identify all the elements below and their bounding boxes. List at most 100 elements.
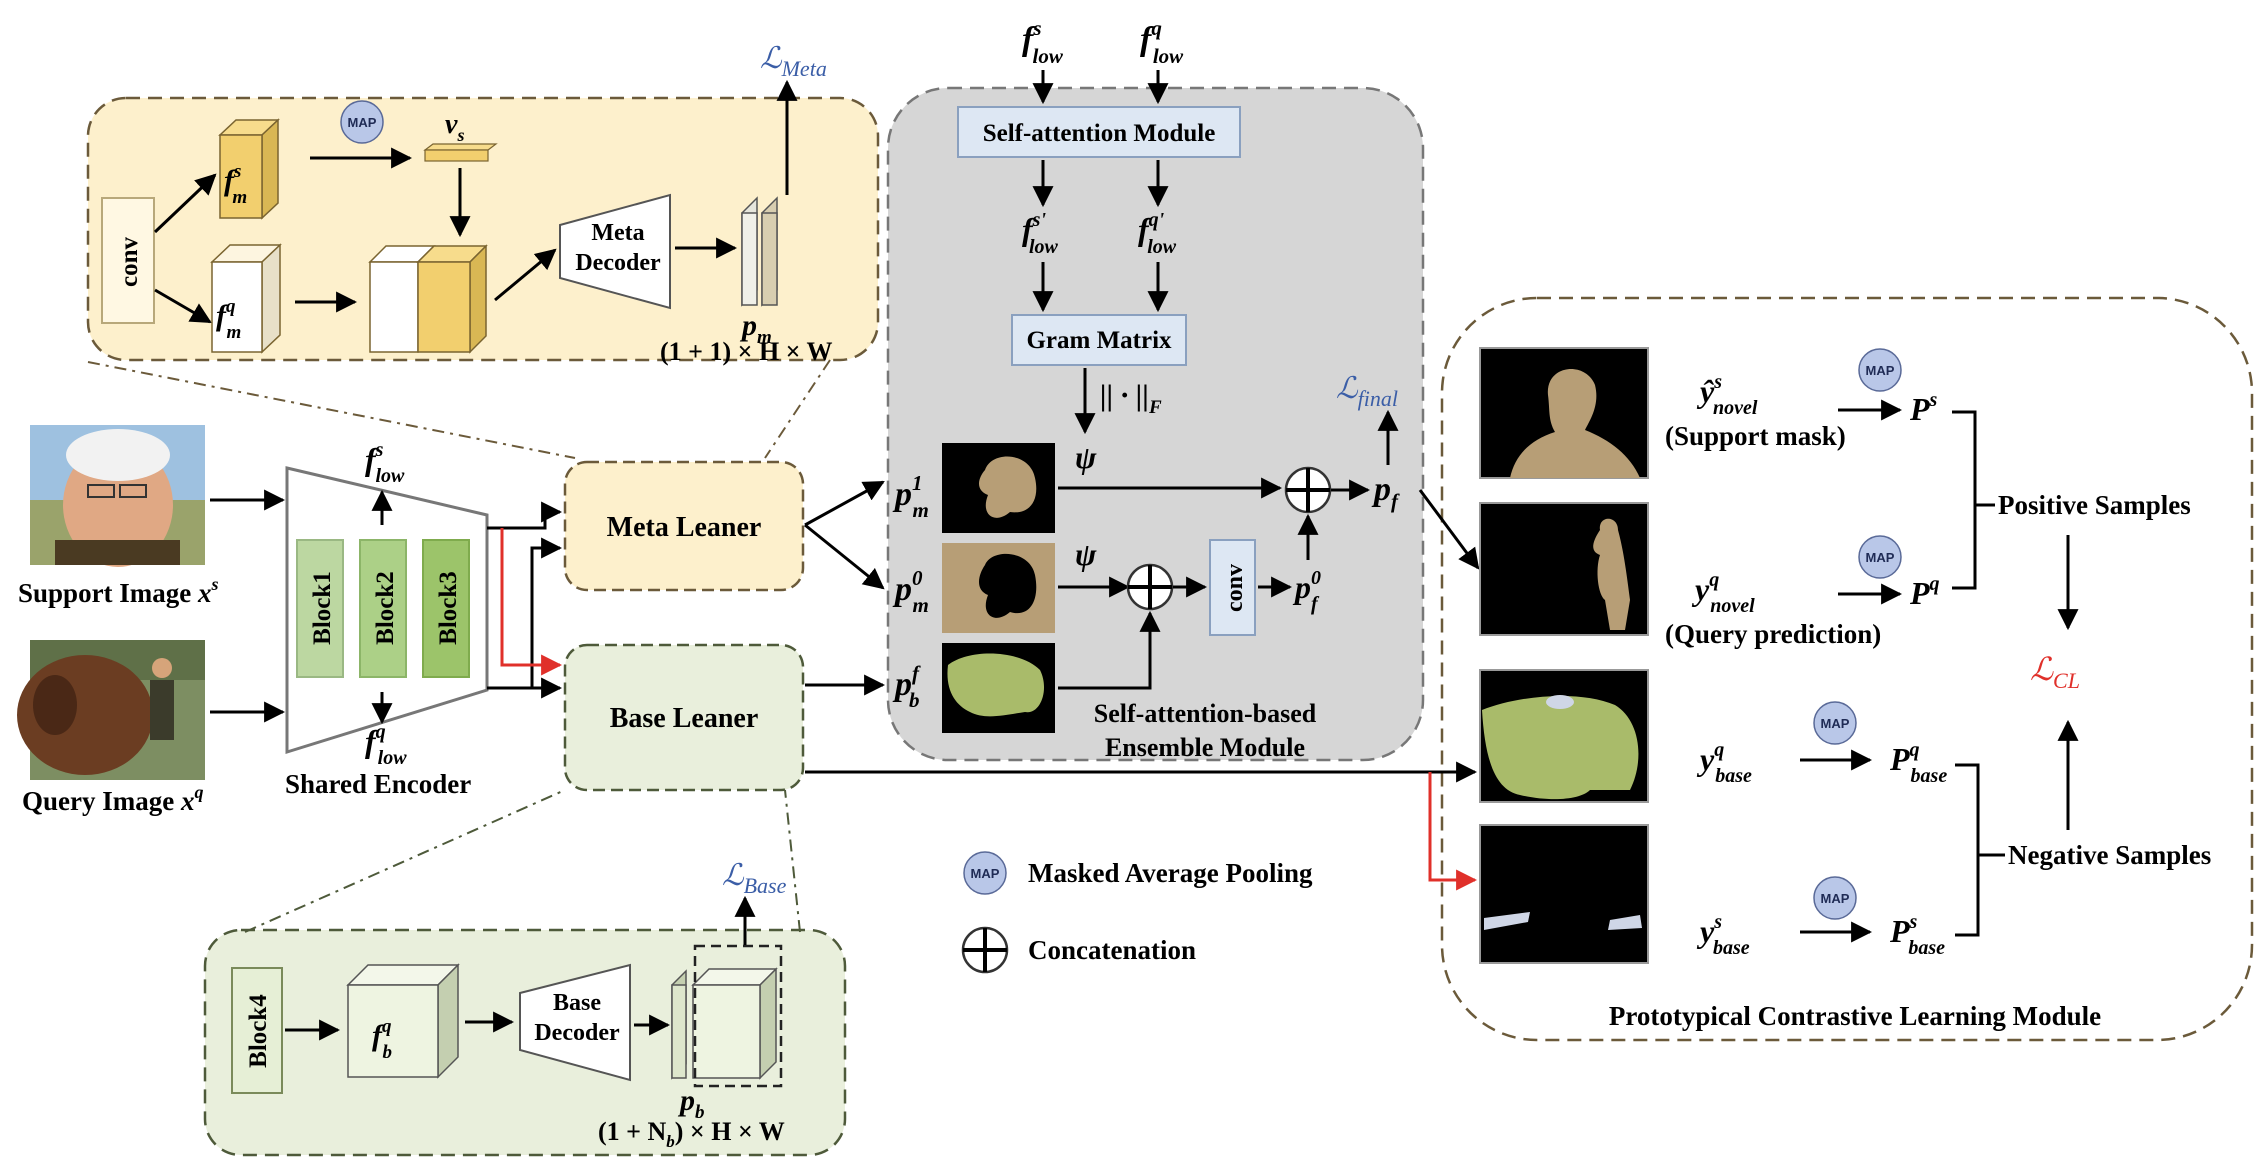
svg-text:Block1: Block1: [309, 571, 336, 645]
positive-samples-label: Positive Samples: [1998, 490, 2191, 520]
P-s: Ps: [1909, 389, 1938, 427]
svg-text:fqm: fqm: [216, 296, 241, 343]
negative-samples-label: Negative Samples: [2008, 840, 2211, 870]
svg-text:vs: vs: [445, 109, 464, 145]
support-image: [30, 425, 205, 567]
ens-f-low-s-prime: fs'low: [1022, 209, 1059, 258]
support-image-caption: Support Image xs: [18, 574, 219, 608]
loss-base: ℒBase: [722, 859, 787, 898]
meta-decoder: Meta Decoder: [559, 193, 671, 310]
query-prediction-caption: (Query prediction): [1665, 619, 1881, 649]
base-support-mask-thumb: [1479, 824, 1649, 964]
mask-p-m0: [942, 543, 1055, 633]
map-icon-ps: MAP: [1858, 348, 1902, 392]
svg-text:MAP: MAP: [1821, 716, 1850, 731]
encoder-block2: Block2: [359, 539, 407, 678]
meta-zoom-line-left: [87, 361, 576, 459]
meta-output-size: (1 + 1) × H × W: [660, 337, 833, 366]
encoder-to-base-red-arrow: [500, 528, 563, 676]
meta-zoom-line-right: [764, 359, 831, 459]
meta-concat-cubes: [368, 244, 488, 354]
encoder-to-meta-arrow-2: [487, 537, 563, 690]
base-block4: Block4: [231, 967, 283, 1094]
svg-text:Block4: Block4: [245, 994, 272, 1068]
svg-text:pb: pb: [677, 1084, 705, 1123]
loss-final: ℒfinal: [1336, 372, 1398, 411]
psi-top: ψ: [1075, 439, 1097, 475]
P-q: Pq: [1909, 573, 1940, 611]
self-attention-module-box: [957, 106, 1241, 158]
map-icon-pq: MAP: [1858, 535, 1902, 579]
encoder-to-meta-arrow-1: [487, 501, 563, 530]
svg-text:Meta: Meta: [591, 220, 644, 246]
svg-text:fqb: fqb: [372, 1016, 392, 1063]
ensemble-conv-label: conv: [1222, 564, 1248, 612]
svg-text:MAP: MAP: [1821, 891, 1850, 906]
concat-icon-mid: [1126, 563, 1174, 611]
svg-text:conv: conv: [116, 237, 143, 288]
support-mask-caption: (Support mask): [1665, 421, 1846, 451]
base-learner-label: Base Leaner: [610, 703, 759, 734]
base-query-mask-thumb: [1479, 669, 1649, 803]
contrastive-module-title: Prototypical Contrastive Learning Module: [1609, 1001, 2101, 1031]
base-decoder: Base Decoder: [519, 963, 631, 1082]
mask-p-m1: [942, 443, 1055, 533]
ensemble-title-line2: Ensemble Module: [1105, 733, 1305, 762]
svg-text:Block3: Block3: [435, 571, 462, 645]
negative-bracket: [1955, 763, 1980, 937]
encoder-block3: Block3: [422, 539, 470, 678]
map-icon-pbq: MAP: [1813, 701, 1857, 745]
frobenius-norm: || · ||F: [1100, 379, 1162, 418]
query-image: [17, 640, 205, 780]
ens-p-f: pf: [1371, 471, 1400, 513]
query-image-caption: Query Image xq: [22, 782, 203, 816]
base-to-negative-red-arrow: [1428, 772, 1478, 891]
positive-bracket: [1952, 410, 1977, 590]
base-zoom-line-left: [244, 789, 566, 933]
svg-text:Decoder: Decoder: [575, 250, 661, 276]
mask-p-bf: [942, 643, 1055, 733]
meta-p-m-slices: pm: [739, 196, 778, 348]
v-s-vector: vs: [423, 109, 498, 162]
svg-text:Base: Base: [553, 990, 601, 1016]
gram-matrix-box: [1011, 314, 1187, 366]
base-p-b-slices: pb: [671, 944, 783, 1123]
legend-concat-icon: [961, 926, 1009, 974]
svg-text:MAP: MAP: [1866, 363, 1895, 378]
ens-f-low-q-prime: fq'low: [1138, 209, 1177, 258]
meta-map-icon: MAP: [340, 100, 384, 144]
map-icon-pbs: MAP: [1813, 876, 1857, 920]
legend-concat-label: Concatenation: [1028, 935, 1196, 965]
svg-text:Decoder: Decoder: [534, 1020, 620, 1046]
base-output-size: (1 + Nb) × H × W: [598, 1117, 785, 1151]
ensemble-title-line1: Self-attention-based: [1094, 699, 1317, 728]
base-learner-box: [563, 643, 805, 792]
svg-text:MAP: MAP: [1866, 550, 1895, 565]
encoder-block1: Block1: [296, 539, 344, 678]
concat-icon-top: [1284, 466, 1332, 514]
legend-map-label: Masked Average Pooling: [1028, 858, 1313, 888]
base-zoom-line-right: [784, 789, 801, 933]
meta-learner-panel: [86, 96, 880, 362]
query-prediction-thumb: [1479, 502, 1649, 636]
gram-matrix-label: Gram Matrix: [1026, 327, 1172, 354]
svg-text:Block2: Block2: [372, 571, 399, 645]
svg-text:MAP: MAP: [348, 115, 377, 130]
self-attention-module-label: Self-attention Module: [983, 120, 1216, 147]
shared-encoder-label: Shared Encoder: [285, 769, 471, 799]
